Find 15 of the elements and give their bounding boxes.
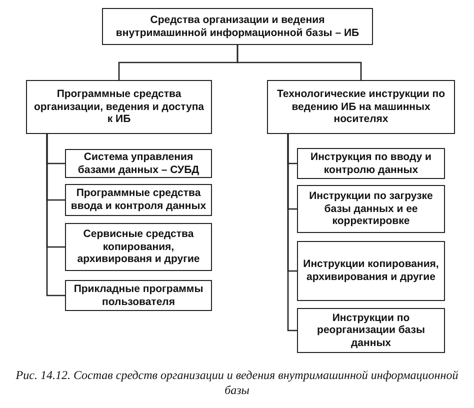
root-box: Средства организации и ведения внутримашинной информационной базы – ИБ — [102, 8, 373, 45]
item-box: Инструкции копирования, архивирования и другие — [297, 241, 445, 301]
figure-caption: Рис. 14.12. Состав средств организации и ведения внутримашинной информационной базы — [14, 368, 460, 398]
connector-line — [236, 45, 362, 80]
connector-line — [287, 134, 297, 332]
item-box: Инструкции по реорганизации базы данных — [297, 308, 445, 353]
item-box: Система управления базами данных – СУБД — [65, 149, 212, 178]
item-box: Инструкции по загрузке базы данных и ее корректировке — [297, 185, 445, 233]
item-box: Инструкция по вводу и контролю данных — [297, 148, 445, 179]
connector-line — [46, 134, 65, 296]
item-box: Программные средства ввода и контроля данных — [65, 184, 212, 216]
item-box: Сервисные средства копирования, архивированя и другие — [65, 223, 212, 271]
category-box: Программные средства организации, ведения и доступа к ИБ — [26, 80, 212, 134]
item-box: Прикладные программы пользователя — [65, 280, 212, 311]
category-box: Технологические инструкции по ведению ИБ на машинных носителях — [267, 80, 455, 134]
